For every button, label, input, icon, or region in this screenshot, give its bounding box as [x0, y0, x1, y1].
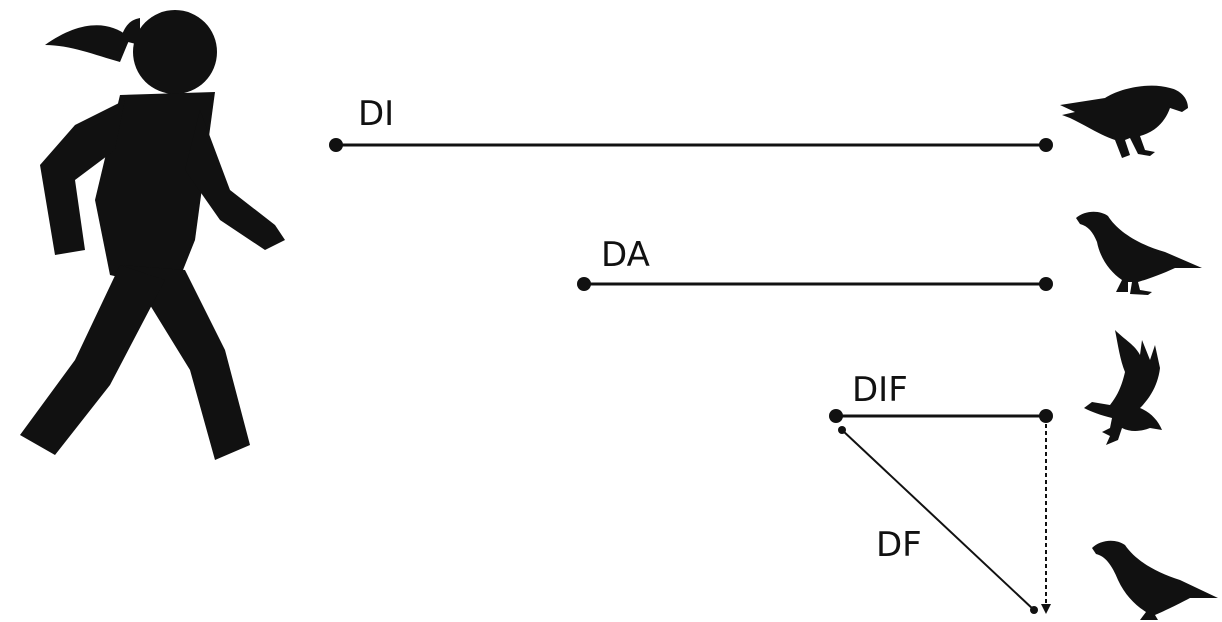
da-distance-line [577, 277, 1053, 291]
di-distance-line [329, 138, 1053, 152]
dif-start-point [829, 409, 843, 423]
df-distance-line [838, 426, 1038, 614]
dif-label: DIF [852, 370, 908, 410]
di-label: DI [358, 94, 394, 134]
df-start-point [838, 426, 846, 434]
down-arrow-icon [1041, 604, 1051, 614]
da-label: DA [601, 235, 650, 275]
walking-person-icon [20, 10, 285, 460]
dif-end-point [1039, 409, 1053, 423]
vertical-dotted-line [1041, 424, 1051, 614]
di-start-point [329, 138, 343, 152]
di-end-point [1039, 138, 1053, 152]
crow-alert-icon [1076, 211, 1202, 295]
da-end-point [1039, 277, 1053, 291]
df-end-point [1030, 606, 1038, 614]
dif-distance-line [829, 409, 1053, 423]
crow-flying-icon [1084, 330, 1162, 445]
crow-resting-icon [1092, 540, 1218, 620]
df-label: DF [876, 525, 922, 565]
crow-standing-icon [1060, 85, 1188, 158]
da-start-point [577, 277, 591, 291]
